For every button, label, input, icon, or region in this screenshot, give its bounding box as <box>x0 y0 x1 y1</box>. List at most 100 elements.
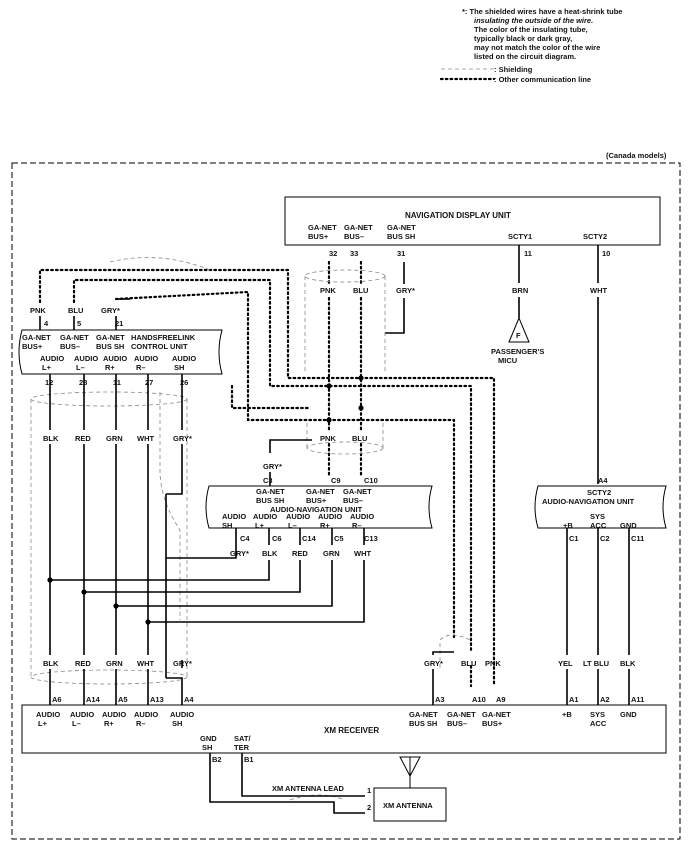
hfl-pin-label: BUS– <box>60 342 80 351</box>
ground-letter: F <box>516 331 521 340</box>
xm-pin-num: A10 <box>472 695 486 704</box>
wire-color-label: RED <box>75 434 91 443</box>
hfl-pin-label: BUS SH <box>96 342 124 351</box>
comm-junctions <box>326 375 364 423</box>
xm-receiver: XM RECEIVER AUDIO L+ AUDIO L– AUDIO R+ A… <box>21 704 667 754</box>
wire-color-label: BLU <box>352 434 367 443</box>
hfl-pin-label: BUS+ <box>22 342 43 351</box>
xm-pin-num: A1 <box>569 695 579 704</box>
anu-pin-label: BUS+ <box>306 496 327 505</box>
wire-color-label: GRY* <box>173 659 192 668</box>
xm-pin-label: ACC <box>590 719 607 728</box>
antenna-pin-num: 1 <box>367 786 371 795</box>
wire-color-label: BLK <box>43 434 59 443</box>
xm-antenna: XM ANTENNA <box>373 756 447 822</box>
nav-pin-label: BUS– <box>344 232 364 241</box>
wire-color-label: GRY* <box>396 286 415 295</box>
anu-pin-num: C3 <box>263 476 273 485</box>
wire-color-label: YEL <box>558 659 573 668</box>
wire-color-label: PNK <box>320 286 336 295</box>
hfl-pin-num: 4 <box>44 319 49 328</box>
xm-pin-label: +B <box>562 710 572 719</box>
anu-pin-label: AUDIO <box>253 512 277 521</box>
wire-color-label: GRY* <box>230 549 249 558</box>
xm-pin-label: R+ <box>104 719 114 728</box>
anu-pin-label: L– <box>288 521 297 530</box>
nav-pin-label: GA-NET <box>344 223 373 232</box>
nav-pin-num: 32 <box>329 249 337 258</box>
xm-pin-label: AUDIO <box>170 710 194 719</box>
anu-right-pin-label: ACC <box>590 521 607 530</box>
wire-color-label: PNK <box>485 659 501 668</box>
wire-color-label: PNK <box>320 434 336 443</box>
hfl-pin-label: GA-NET <box>22 333 51 342</box>
anu-right-pin-num: C1 <box>569 534 579 543</box>
xm-pin-label: L– <box>72 719 81 728</box>
anu-right-pin-label: +B <box>563 521 573 530</box>
xm-pin-num: A13 <box>150 695 164 704</box>
hfl-pin-num: 21 <box>115 319 123 328</box>
hfl-title-1: HANDSFREELINK <box>131 333 196 342</box>
xm-pin-num: A11 <box>631 695 644 704</box>
hfl-pin-label: GA-NET <box>60 333 89 342</box>
anu-right-pin-label: GND <box>620 521 637 530</box>
communication-lines <box>38 260 496 688</box>
nav-pin-label: GA-NET <box>387 223 416 232</box>
hfl-pin-num: 28 <box>79 378 87 387</box>
nav-pin-label: GA-NET <box>308 223 337 232</box>
hfl-pin-label: AUDIO <box>103 354 127 363</box>
anu-pin-label: AUDIO <box>350 512 374 521</box>
anu-pin-label: L+ <box>255 521 265 530</box>
nav-display-title: NAVIGATION DISPLAY UNIT <box>405 211 511 220</box>
nav-pin-label: SCTY2 <box>583 232 607 241</box>
anu-pin-label: AUDIO <box>286 512 310 521</box>
hfl-pin-label: GA-NET <box>96 333 125 342</box>
xm-pin-label: GA-NET <box>409 710 438 719</box>
antenna-lead-label: XM ANTENNA LEAD <box>272 784 345 793</box>
xm-pin-label: AUDIO <box>36 710 60 719</box>
note-line-3: The color of the insulating tube, <box>474 25 588 34</box>
xm-pin-label: SH <box>172 719 182 728</box>
anu-pin-label: R+ <box>320 521 330 530</box>
xm-pin-label: GA-NET <box>447 710 476 719</box>
anu-left-title: AUDIO-NAVIGATION UNIT <box>270 505 363 514</box>
xm-pin-num: A6 <box>52 695 62 704</box>
wire-color-label: LT BLU <box>583 659 609 668</box>
navigation-display-unit: NAVIGATION DISPLAY UNIT GA-NET BUS+ GA-N… <box>284 196 661 246</box>
xm-pin-label: L+ <box>38 719 48 728</box>
note-line-1: *: The shielded wires have a heat-shrink… <box>462 7 622 16</box>
anu-pin-label: R– <box>352 521 362 530</box>
xm-pin-label: AUDIO <box>134 710 158 719</box>
anu-pin-label: GA-NET <box>343 487 372 496</box>
xm-pin-num: A4 <box>184 695 194 704</box>
nav-pin-num: 11 <box>524 249 532 258</box>
xm-pin-label: GND <box>620 710 637 719</box>
xm-pin-label: SYS <box>590 710 605 719</box>
anu-pin-num: C4 <box>240 534 250 543</box>
xm-antenna-lead: XM ANTENNA LEAD 1 2 <box>209 753 371 814</box>
anu-pin-num: C13 <box>364 534 378 543</box>
hfl-pin-label: R+ <box>105 363 115 372</box>
nav-pin-label: SCTY1 <box>508 232 532 241</box>
note-line-5: may not match the color of the wire <box>474 43 600 52</box>
hfl-pin-label: SH <box>174 363 184 372</box>
ground-label-2: MICU <box>498 356 517 365</box>
wire-color-label: PNK <box>30 306 46 315</box>
anu-right-label: SCTY2 <box>587 488 611 497</box>
wire-color-label: BRN <box>512 286 528 295</box>
xm-antenna-title: XM ANTENNA <box>383 801 433 810</box>
legend-shielding-label: : Shielding <box>494 65 533 74</box>
notes-block: *: The shielded wires have a heat-shrink… <box>439 7 622 84</box>
shielding-outlines <box>30 257 471 801</box>
anu-pin-label: BUS– <box>343 496 363 505</box>
anu-pin-label: AUDIO <box>222 512 246 521</box>
ground-triangle-icon: F <box>508 316 530 343</box>
anu-right-pin-num: C11 <box>631 534 644 543</box>
anu-pin-num: C9 <box>331 476 341 485</box>
audio-navigation-unit-left: GA-NET BUS SH GA-NET BUS+ GA-NET BUS– AU… <box>205 485 433 530</box>
anu-pin-num: C14 <box>302 534 317 543</box>
wire-color-label: RED <box>75 659 91 668</box>
hfl-pin-label: AUDIO <box>134 354 158 363</box>
anu-right-pin-num: C2 <box>600 534 610 543</box>
